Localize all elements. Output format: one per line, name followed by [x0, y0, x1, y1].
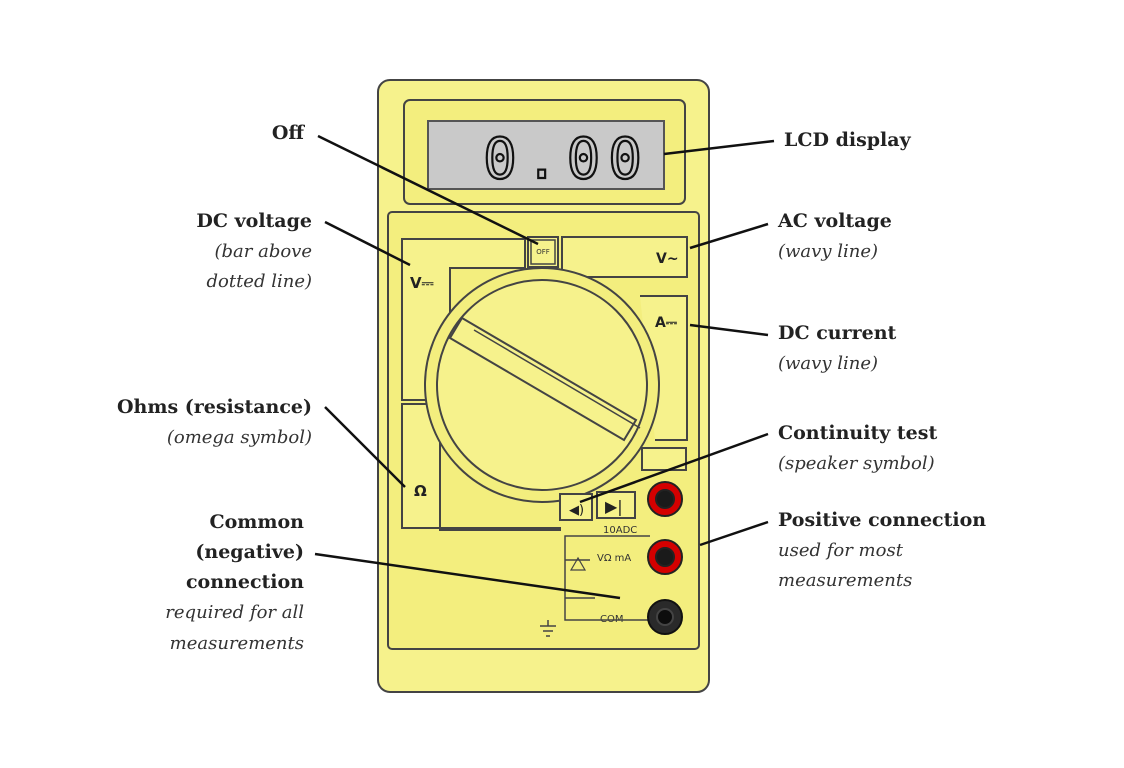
jack-vohm-label: VΩ mA	[597, 553, 631, 564]
leader-continuity	[579, 432, 769, 504]
hfe-section	[641, 447, 687, 471]
dial-pointer[interactable]	[448, 316, 638, 442]
diode-icon: ▶|	[605, 497, 623, 516]
label-dc-current-note: (wavy line)	[778, 353, 879, 374]
label-continuity-test: Continuity test	[778, 422, 938, 444]
lcd-reading: 0.00	[483, 127, 650, 192]
off-mark: OFF	[536, 248, 550, 256]
jack-10adc-label: 10ADC	[603, 525, 637, 536]
dc-current-symbol: A⎓	[655, 315, 678, 331]
leader-off	[317, 134, 539, 246]
label-common-1: Common	[209, 511, 305, 533]
label-positive-note-2: measurements	[778, 570, 913, 591]
leader-dc-voltage	[324, 220, 411, 267]
label-common-note-1: required for all	[165, 602, 304, 623]
label-off: Off	[271, 122, 304, 144]
dc-voltage-symbol: V⎓	[410, 274, 434, 292]
diode-button[interactable]	[596, 491, 636, 519]
label-positive-connection: Positive connection	[778, 509, 987, 531]
jack-common-hole	[656, 608, 674, 626]
jack-positive[interactable]	[647, 539, 683, 575]
label-ac-voltage-note: (wavy line)	[778, 241, 879, 262]
jack-common[interactable]	[647, 599, 683, 635]
warning-symbol	[569, 556, 587, 571]
ac-voltage-section	[561, 236, 688, 278]
leader-ac-voltage	[689, 222, 769, 250]
label-dc-voltage-note-2: dotted line)	[206, 271, 312, 292]
label-dc-voltage: DC voltage	[196, 210, 312, 232]
ac-voltage-symbol: V~	[656, 251, 679, 267]
label-common-3: connection	[185, 571, 304, 593]
jack-positive-hole	[655, 547, 675, 567]
leader-ohms	[324, 406, 406, 488]
off-mark-box	[530, 239, 556, 265]
label-common-2: (negative)	[195, 541, 304, 563]
label-ohms-note: (omega symbol)	[166, 427, 312, 448]
label-dc-voltage-note-1: (bar above	[214, 241, 312, 262]
leader-lcd	[663, 139, 775, 156]
label-continuity-note: (speaker symbol)	[778, 453, 935, 474]
speaker-icon: ◀)	[569, 503, 584, 518]
ohms-symbol: Ω	[414, 482, 427, 500]
leader-positive	[699, 520, 769, 547]
ground-symbol	[540, 620, 556, 637]
leader-dc-current	[689, 323, 769, 337]
jack-10a-hole	[655, 489, 675, 509]
leader-lines	[314, 134, 775, 600]
label-ohms: Ohms (resistance)	[116, 396, 312, 418]
dial-pointer-ridge	[473, 329, 641, 429]
multimeter: 0.00 OFF V⎓ V~ A⎓ Ω ◀) ▶| 10ADC VΩ mA CO…	[377, 79, 710, 693]
label-dc-current: DC current	[778, 322, 897, 344]
label-lcd-display: LCD display	[784, 129, 911, 151]
leader-common	[314, 552, 621, 600]
label-ac-voltage: AC voltage	[778, 210, 892, 232]
label-common-note-2: measurements	[169, 633, 304, 654]
label-positive-note-1: used for most	[778, 540, 903, 561]
jack-10a[interactable]	[647, 481, 683, 517]
rotary-dial[interactable]	[424, 267, 660, 503]
lcd-screen	[427, 120, 665, 190]
